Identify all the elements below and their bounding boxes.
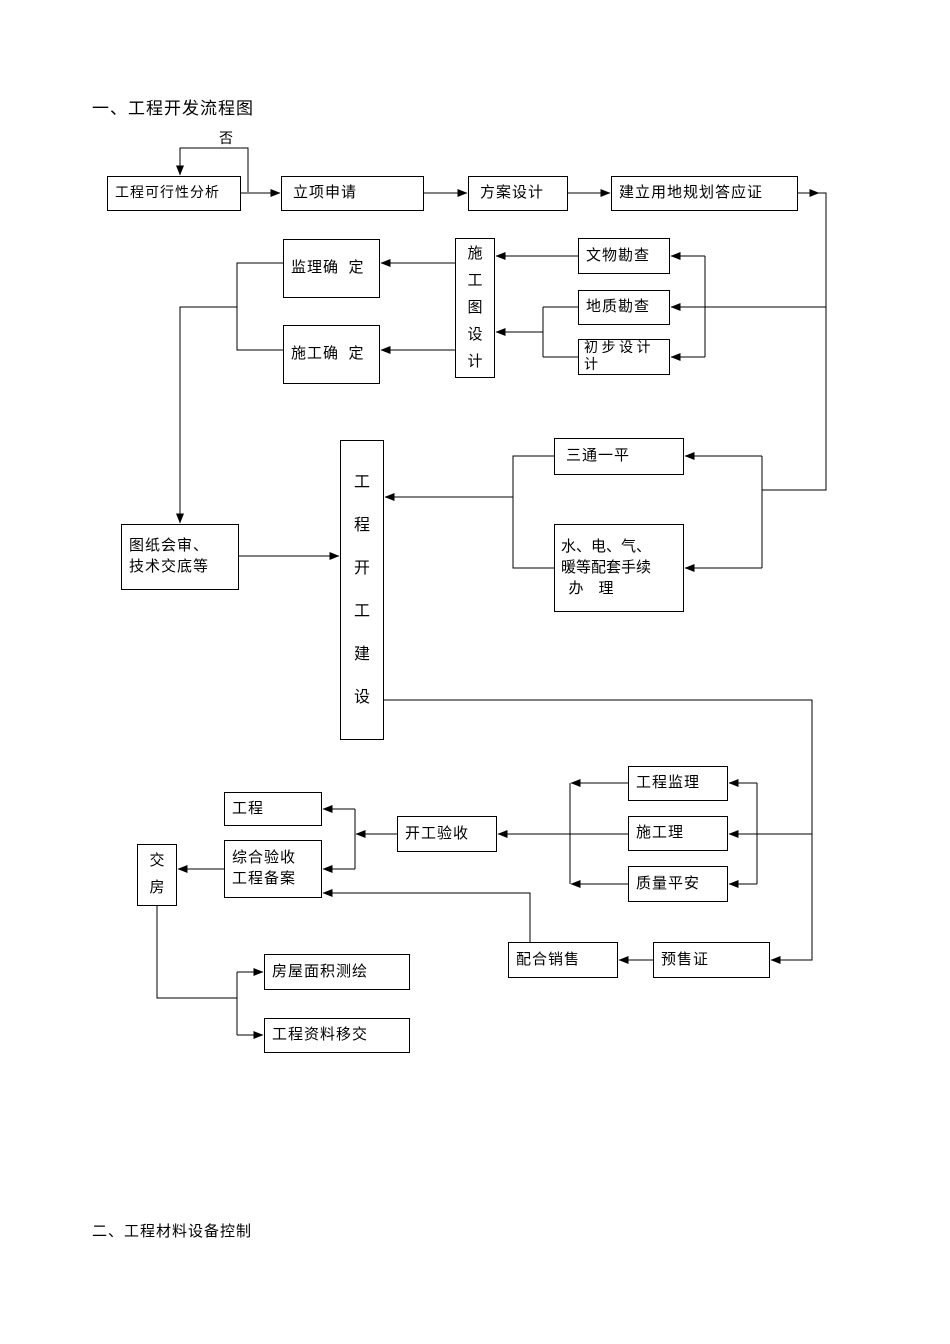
node-sales-support: 配合销售 xyxy=(508,942,618,978)
section1-title: 一、工程开发流程图 xyxy=(92,99,254,118)
node-geological-survey: 地质勘查 xyxy=(578,290,670,325)
node-construction-drawing-design: 施 工 图 设 计 xyxy=(455,238,495,378)
node-project: 工程 xyxy=(224,792,322,826)
node-feasibility-analysis: 工程可行性分析 xyxy=(107,176,241,211)
node-project-approval-application: 立项申请 xyxy=(281,176,424,211)
node-three-supply-one-level: 三通一平 xyxy=(554,438,684,475)
no-branch-label: 否 xyxy=(219,132,233,147)
node-start-acceptance: 开工验收 xyxy=(397,816,497,852)
node-construction-management: 施工理 xyxy=(628,816,728,851)
node-quality-safety: 质量平安 xyxy=(628,866,728,902)
node-cultural-relics-survey: 文物勘查 xyxy=(578,238,670,274)
node-scheme-design: 方案设计 xyxy=(468,176,568,211)
node-drawing-review-disclosure: 图纸会审、 技术交底等 xyxy=(121,524,239,590)
node-house-handover: 交 房 xyxy=(137,844,177,906)
node-utilities-procedures: 水、电、气、 暖等配套手续 办 理 xyxy=(554,524,684,612)
node-preliminary-design: 初 步 设 计 计 xyxy=(578,339,670,375)
node-supervision-confirmation: 监理确 定 xyxy=(283,239,380,298)
node-construction-confirmation: 施工确 定 xyxy=(283,325,380,384)
section2-title: 二、工程材料设备控制 xyxy=(92,1224,253,1240)
node-engineering-supervision: 工程监理 xyxy=(628,766,728,801)
node-project-construction-start: 工 程 开 工 建 设 xyxy=(340,440,384,740)
node-land-planning-permit: 建立用地规划答应证 xyxy=(611,176,798,211)
node-presale-permit: 预售证 xyxy=(653,942,770,978)
node-comprehensive-acceptance-filing: 综合验收 工程备案 xyxy=(224,840,322,898)
node-house-area-survey: 房屋面积测绘 xyxy=(264,954,410,990)
node-project-data-transfer: 工程资料移交 xyxy=(264,1018,410,1053)
